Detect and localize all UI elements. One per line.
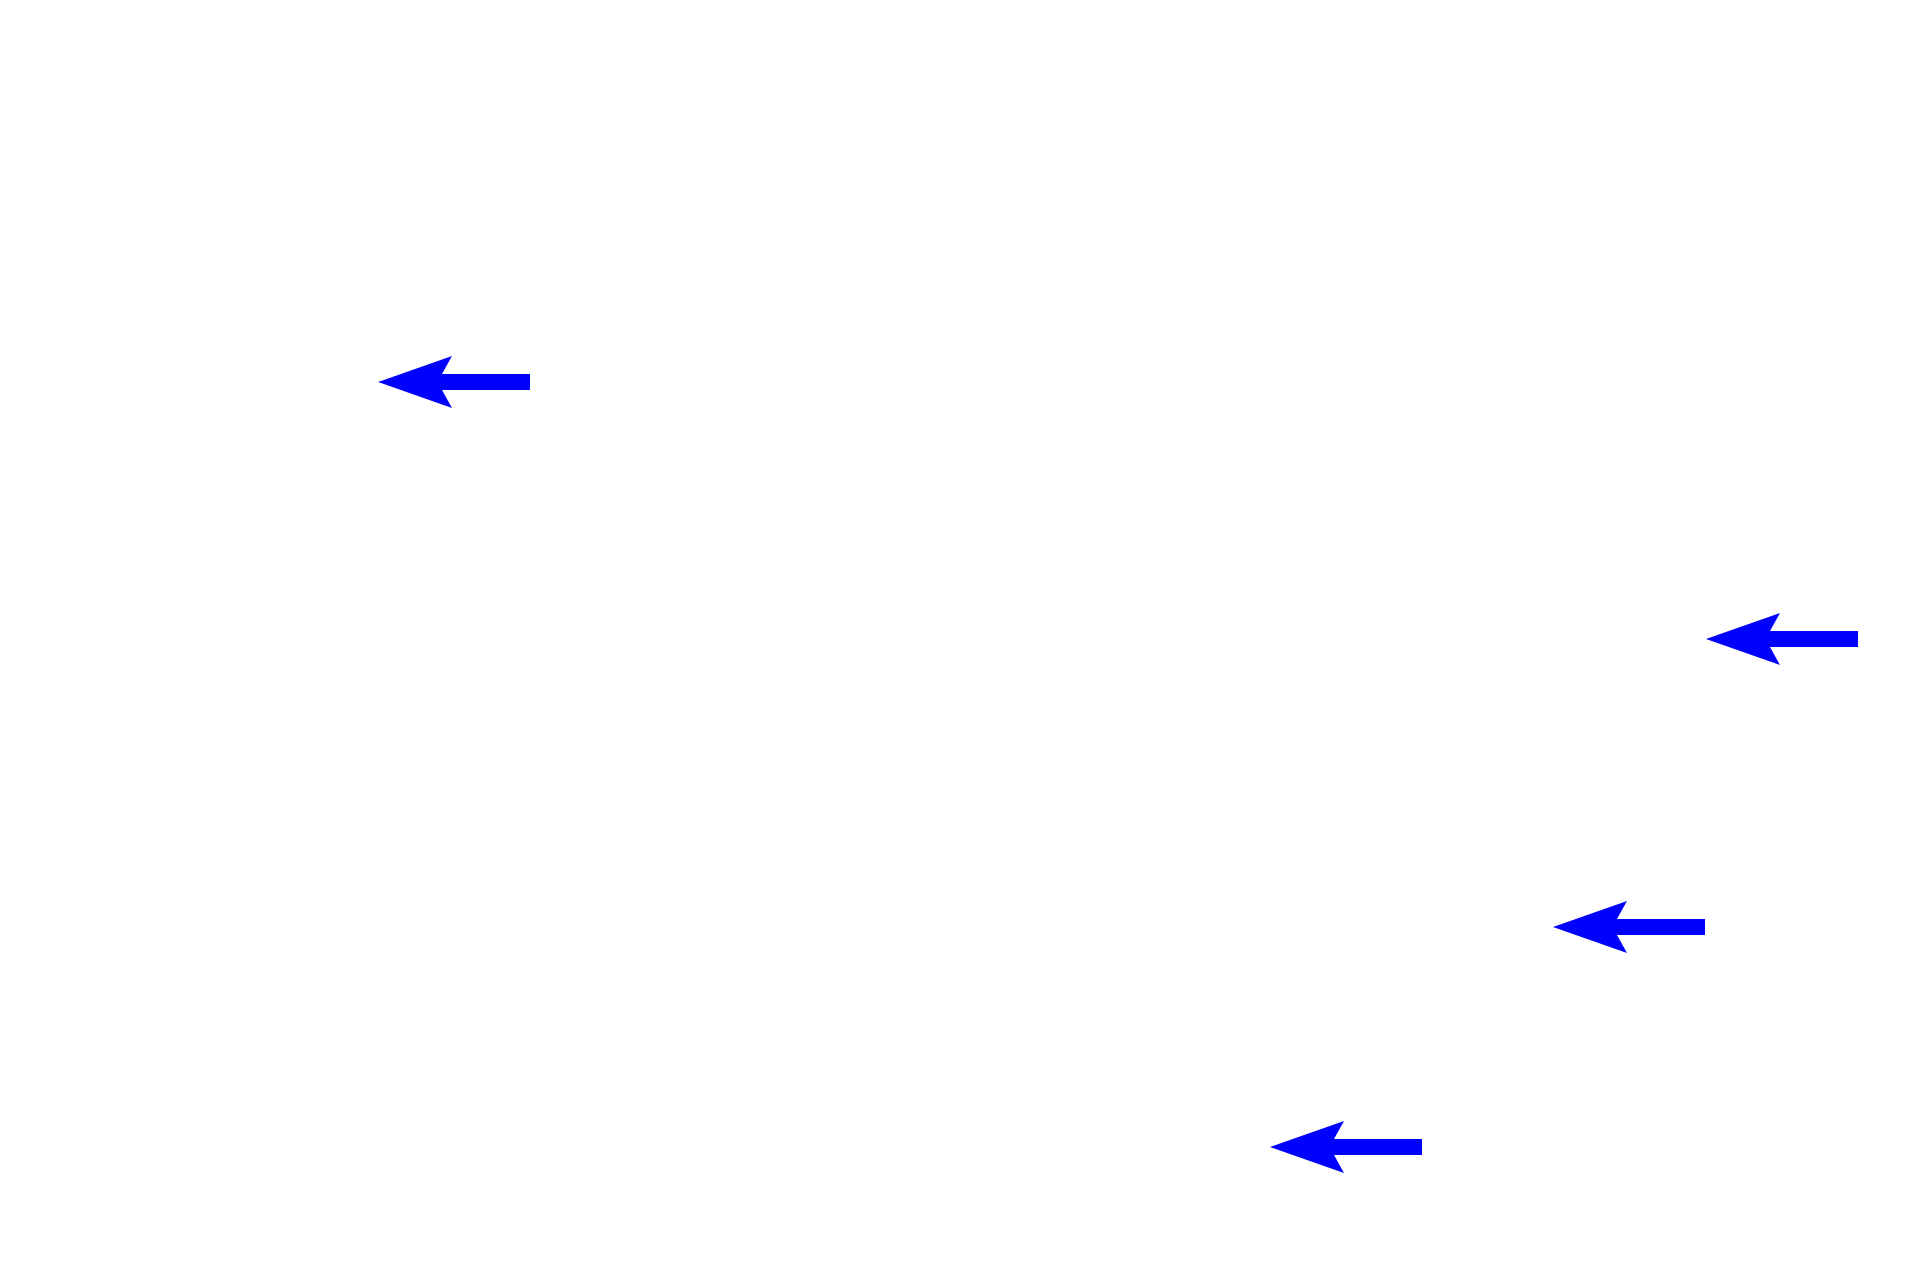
- left-arrow-icon: [1270, 1121, 1422, 1173]
- left-arrow-icon: [1706, 613, 1858, 665]
- left-arrow-icon: [378, 356, 530, 408]
- left-arrow-icon: [1553, 901, 1705, 953]
